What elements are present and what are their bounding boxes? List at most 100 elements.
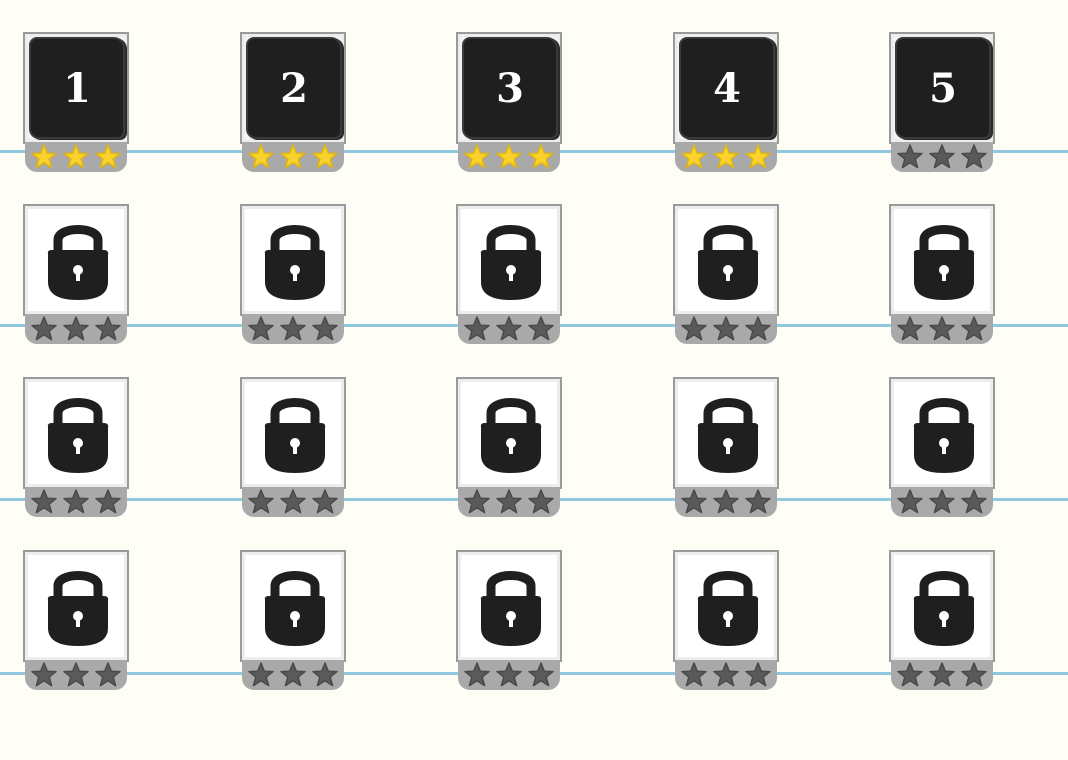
star-empty-icon bbox=[496, 662, 522, 687]
padlock-icon bbox=[480, 398, 542, 473]
level-tile-2[interactable]: 2 bbox=[240, 32, 346, 172]
tile-face bbox=[240, 550, 346, 662]
star-filled-icon bbox=[528, 144, 554, 169]
level-tile-4[interactable]: 4 bbox=[673, 32, 779, 172]
star-rating bbox=[25, 660, 127, 690]
star-filled-icon bbox=[31, 144, 57, 169]
star-filled-icon bbox=[63, 144, 89, 169]
locked-level-tile[interactable] bbox=[673, 204, 779, 344]
padlock-icon bbox=[913, 571, 975, 646]
tile-face: 1 bbox=[23, 32, 129, 144]
locked-level-tile[interactable] bbox=[240, 377, 346, 517]
star-empty-icon bbox=[280, 489, 306, 514]
level-tile-5[interactable]: 5 bbox=[889, 32, 995, 172]
tile-face bbox=[23, 550, 129, 662]
padlock-icon bbox=[47, 225, 109, 300]
tile-face bbox=[23, 204, 129, 316]
star-empty-icon bbox=[897, 316, 923, 341]
star-empty-icon bbox=[961, 144, 987, 169]
star-empty-icon bbox=[31, 662, 57, 687]
star-rating bbox=[25, 314, 127, 344]
level-number: 3 bbox=[496, 64, 524, 112]
padlock-icon bbox=[913, 225, 975, 300]
level-slab: 3 bbox=[464, 39, 556, 137]
star-rating bbox=[242, 660, 344, 690]
star-filled-icon bbox=[248, 144, 274, 169]
star-empty-icon bbox=[961, 316, 987, 341]
star-empty-icon bbox=[63, 489, 89, 514]
tile-face bbox=[673, 550, 779, 662]
star-filled-icon bbox=[745, 144, 771, 169]
star-rating bbox=[891, 660, 993, 690]
padlock-icon bbox=[697, 571, 759, 646]
tile-face bbox=[673, 377, 779, 489]
locked-level-tile[interactable] bbox=[889, 377, 995, 517]
tile-face bbox=[889, 550, 995, 662]
level-tile-3[interactable]: 3 bbox=[456, 32, 562, 172]
tile-face: 2 bbox=[240, 32, 346, 144]
locked-level-tile[interactable] bbox=[240, 550, 346, 690]
star-empty-icon bbox=[312, 316, 338, 341]
padlock-icon bbox=[480, 225, 542, 300]
locked-level-tile[interactable] bbox=[889, 550, 995, 690]
tile-face bbox=[889, 204, 995, 316]
tile-face bbox=[456, 377, 562, 489]
star-rating bbox=[25, 487, 127, 517]
star-empty-icon bbox=[31, 316, 57, 341]
star-empty-icon bbox=[95, 662, 121, 687]
star-empty-icon bbox=[681, 662, 707, 687]
locked-level-tile[interactable] bbox=[240, 204, 346, 344]
locked-level-tile[interactable] bbox=[23, 377, 129, 517]
star-filled-icon bbox=[713, 144, 739, 169]
star-empty-icon bbox=[496, 489, 522, 514]
padlock-icon bbox=[913, 398, 975, 473]
star-empty-icon bbox=[528, 489, 554, 514]
star-rating bbox=[458, 314, 560, 344]
star-empty-icon bbox=[280, 316, 306, 341]
tile-face bbox=[240, 377, 346, 489]
star-empty-icon bbox=[681, 316, 707, 341]
star-empty-icon bbox=[464, 662, 490, 687]
star-empty-icon bbox=[31, 489, 57, 514]
star-empty-icon bbox=[897, 662, 923, 687]
star-empty-icon bbox=[745, 316, 771, 341]
star-filled-icon bbox=[280, 144, 306, 169]
locked-level-tile[interactable] bbox=[23, 550, 129, 690]
star-empty-icon bbox=[464, 316, 490, 341]
level-tile-1[interactable]: 1 bbox=[23, 32, 129, 172]
star-rating bbox=[242, 142, 344, 172]
locked-level-tile[interactable] bbox=[456, 377, 562, 517]
locked-level-tile[interactable] bbox=[673, 377, 779, 517]
star-empty-icon bbox=[464, 489, 490, 514]
padlock-icon bbox=[697, 398, 759, 473]
locked-level-tile[interactable] bbox=[889, 204, 995, 344]
star-empty-icon bbox=[929, 662, 955, 687]
star-empty-icon bbox=[929, 489, 955, 514]
star-empty-icon bbox=[929, 316, 955, 341]
tile-face bbox=[23, 377, 129, 489]
locked-level-tile[interactable] bbox=[23, 204, 129, 344]
locked-level-tile[interactable] bbox=[456, 550, 562, 690]
star-filled-icon bbox=[312, 144, 338, 169]
star-rating bbox=[242, 487, 344, 517]
star-empty-icon bbox=[897, 489, 923, 514]
tile-face bbox=[889, 377, 995, 489]
locked-level-tile[interactable] bbox=[456, 204, 562, 344]
star-empty-icon bbox=[248, 489, 274, 514]
padlock-icon bbox=[264, 571, 326, 646]
padlock-icon bbox=[264, 225, 326, 300]
star-empty-icon bbox=[496, 316, 522, 341]
tile-face: 5 bbox=[889, 32, 995, 144]
padlock-icon bbox=[47, 571, 109, 646]
star-empty-icon bbox=[528, 662, 554, 687]
level-number: 4 bbox=[713, 64, 741, 112]
tile-face bbox=[240, 204, 346, 316]
level-slab: 2 bbox=[248, 39, 340, 137]
level-slab: 5 bbox=[897, 39, 989, 137]
padlock-icon bbox=[697, 225, 759, 300]
star-empty-icon bbox=[713, 316, 739, 341]
star-filled-icon bbox=[496, 144, 522, 169]
star-rating bbox=[891, 142, 993, 172]
locked-level-tile[interactable] bbox=[673, 550, 779, 690]
